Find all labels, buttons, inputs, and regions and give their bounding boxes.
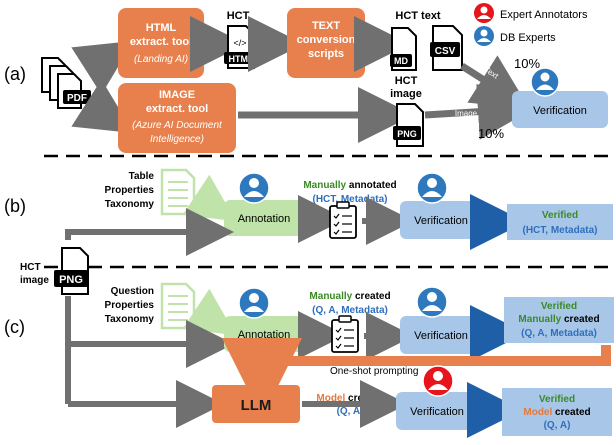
b-label-line1: Table	[129, 171, 155, 182]
legend-expert-annotators: Expert Annotators	[500, 9, 588, 21]
verified-box-b: Verified (HCT, Metadata)	[507, 204, 613, 240]
arrow-hct-image-to-annotation-b	[65, 208, 234, 256]
verification-b-label: Verification	[414, 215, 468, 227]
png-side-label: PNG	[59, 274, 83, 286]
c-model-items: (Q, A)	[337, 406, 364, 417]
checklist-icon-b	[329, 201, 357, 239]
legend-db-experts: DB Experts	[500, 32, 556, 44]
verified-c-manually-created: Manually created	[518, 314, 599, 325]
verification-box-c: Verification	[400, 316, 482, 354]
section-label-a: (a)	[4, 64, 26, 84]
expert-annotator-legend-icon	[474, 3, 494, 23]
html-tool-line3: (Landing AI)	[134, 54, 188, 65]
hct-image-line1: HCT	[395, 75, 418, 87]
b-manually-annotated: Manually annotated	[303, 180, 396, 191]
percent-top: 10%	[514, 56, 540, 71]
verified-box-c2: Verified Model created (Q, A)	[502, 388, 612, 436]
b-label-line3: Taxonomy	[105, 199, 155, 210]
hct-image-side-line2: image	[20, 275, 49, 286]
verified-b-items: (HCT, Metadata)	[522, 225, 597, 236]
document-icon-b	[160, 168, 196, 216]
svg-text:</>: </>	[233, 38, 246, 48]
annotation-box-c: Annotation	[224, 316, 304, 352]
html-extract-tool-box: HTML extract. tool (Landing AI)	[118, 8, 204, 78]
llm-label: LLM	[241, 397, 272, 414]
hct-image-side-line1: HCT	[20, 262, 41, 273]
image-tool-line1: IMAGE	[159, 89, 195, 101]
verification-box-c2: Verification	[396, 392, 478, 430]
verification-a-label: Verification	[533, 105, 587, 117]
expert-annotator-person-icon-c	[422, 365, 454, 397]
verification-box-a: Verification	[512, 91, 608, 128]
arrow-pdf-to-image-tool	[71, 79, 134, 134]
db-expert-person-icon-c1	[238, 287, 270, 319]
c-manually-created: Manually created	[309, 291, 390, 302]
html-tool-line2: extract. tool	[130, 36, 192, 48]
image-tool-line4: Intelligence)	[150, 134, 204, 145]
arrow-image-label: Image	[455, 109, 478, 118]
annotation-box-b: Annotation	[224, 200, 304, 236]
md-file-label: MD	[394, 56, 408, 66]
pdf-icon: PDF	[41, 57, 91, 109]
verification-box-b: Verification	[400, 201, 482, 239]
percent-bottom: 10%	[478, 126, 504, 141]
png-file-icon-side: PNG	[54, 247, 89, 295]
png-file-icon: PNG	[393, 103, 424, 147]
csv-file-label: CSV	[435, 46, 456, 57]
verified-c-word: Verified	[541, 301, 577, 312]
verified-c-items: (Q, A, Metadata)	[521, 328, 597, 339]
checklist-icon-c	[331, 315, 359, 353]
section-label-b: (b)	[4, 196, 26, 216]
png-file-label: PNG	[397, 129, 417, 139]
section-label-c: (c)	[4, 317, 25, 337]
text-conversion-box: TEXT conversion scripts	[287, 8, 365, 78]
c-label-line2: Properties	[105, 300, 155, 311]
verification-c2-label: Verification	[410, 406, 464, 418]
one-shot-label: One-shot prompting	[330, 366, 418, 377]
verified-box-c: Verified Manually created (Q, A, Metadat…	[504, 297, 614, 343]
csv-file-icon: CSV	[430, 25, 463, 71]
legend: Expert Annotators DB Experts	[474, 3, 588, 46]
arrow-image-to-verification	[424, 83, 534, 140]
hct-label: HCT	[227, 10, 250, 22]
arrow-doc-to-annotation-b	[182, 174, 236, 222]
c-label-line3: Taxonomy	[105, 314, 155, 325]
html-tool-line1: HTML	[146, 22, 177, 34]
html-file-label: HTML	[229, 54, 254, 64]
verified-c2-word: Verified	[539, 394, 575, 405]
annotation-c-label: Annotation	[238, 329, 291, 341]
arrow-doc-to-annotation-c	[182, 288, 236, 336]
md-file-icon: MD	[390, 27, 417, 71]
verified-c2-items: (Q, A)	[544, 420, 571, 431]
arrow-pdf-to-html-tool	[71, 40, 134, 95]
image-extract-tool-box: IMAGE extract. tool (Azure AI Document I…	[118, 83, 236, 153]
verified-b-word: Verified	[542, 210, 578, 221]
db-expert-legend-icon	[474, 26, 494, 46]
image-tool-line2: extract. tool	[146, 103, 208, 115]
b-label-line2: Properties	[105, 185, 155, 196]
b-output-items: (HCT, Metadata)	[312, 194, 387, 205]
db-expert-person-icon-b1	[238, 172, 270, 204]
c-label-line1: Question	[111, 286, 154, 297]
one-shot-arrow	[222, 338, 611, 418]
text-scripts-line2: conversion	[297, 34, 356, 46]
html-file-icon: </> HTML	[224, 25, 258, 69]
text-scripts-line3: scripts	[308, 48, 344, 60]
document-icon-c	[160, 282, 196, 330]
verified-c2-model-created: Model created	[523, 407, 590, 418]
image-tool-line3: (Azure AI Document	[132, 120, 223, 131]
db-expert-person-icon-a	[530, 67, 560, 97]
verification-c-label: Verification	[414, 330, 468, 342]
db-expert-person-icon-c2	[416, 286, 448, 318]
annotation-b-label: Annotation	[238, 213, 291, 225]
llm-box: LLM	[212, 385, 300, 423]
hct-text-label: HCT text	[395, 10, 441, 22]
c-output-items: (Q, A, Metadata)	[312, 305, 388, 316]
pdf-label: PDF	[67, 93, 87, 104]
db-expert-person-icon-b2	[416, 172, 448, 204]
hct-image-line2: image	[390, 88, 422, 100]
text-scripts-line1: TEXT	[312, 20, 340, 32]
